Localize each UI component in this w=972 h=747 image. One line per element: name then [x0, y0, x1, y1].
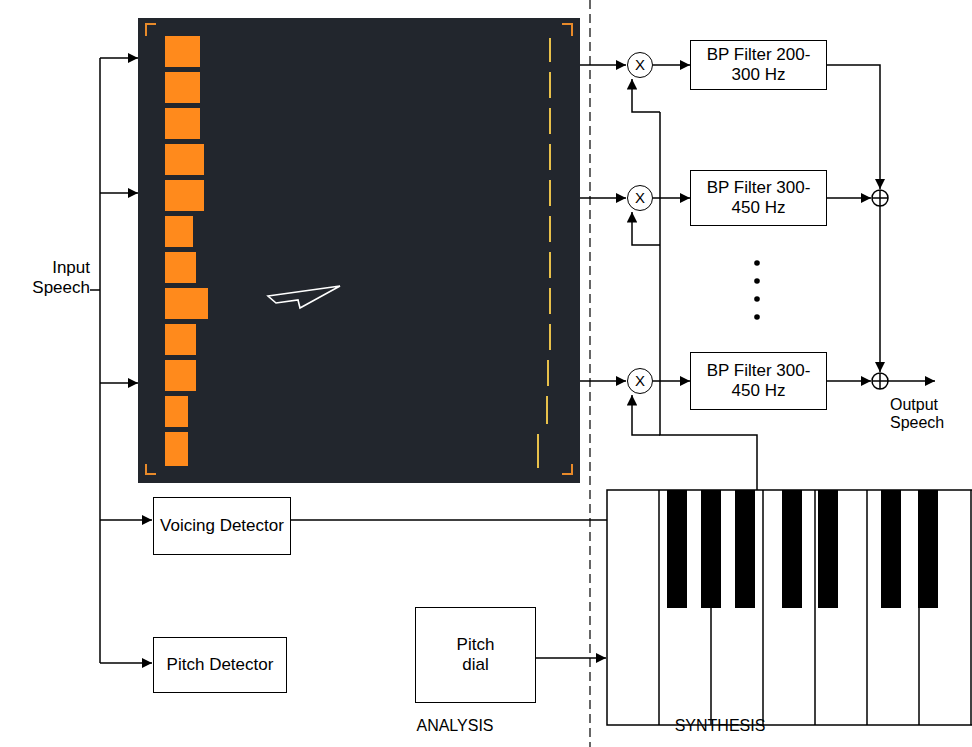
node-text: X	[635, 189, 645, 206]
bandpass-filter-box: BP Filter 200-300 Hz	[690, 40, 827, 90]
signal-arrow	[653, 197, 690, 199]
signal-arrow	[653, 64, 690, 66]
signal-arrow	[653, 380, 690, 382]
section-label: SYNTHESIS	[660, 717, 780, 735]
node-text: BP Filter 300-450 Hz	[697, 361, 820, 400]
node-text: BP Filter 300-450 Hz	[697, 178, 820, 217]
node-text: X	[635, 372, 645, 389]
multiplier-circle: X	[627, 52, 653, 78]
io-label: Output Speech	[890, 396, 970, 433]
bandpass-filter-box: BP Filter 300-450 Hz	[690, 352, 827, 410]
node-text: Pitch Detector	[167, 655, 274, 675]
multiplier-circle: X	[627, 185, 653, 211]
section-label: ANALYSIS	[400, 717, 510, 735]
detector-box: Pitch Detector	[153, 637, 287, 693]
node-text: Voicing Detector	[160, 516, 284, 536]
control-box: Pitch dial	[415, 607, 536, 703]
detector-box: Voicing Detector	[153, 497, 291, 555]
bandpass-filter-box: BP Filter 300-450 Hz	[690, 170, 827, 226]
multiplier-circle: X	[627, 368, 653, 394]
node-text: X	[635, 56, 645, 73]
node-text: BP Filter 200-300 Hz	[697, 45, 820, 84]
io-label: Input Speech	[6, 258, 90, 297]
node-text: Pitch dial	[444, 635, 507, 674]
